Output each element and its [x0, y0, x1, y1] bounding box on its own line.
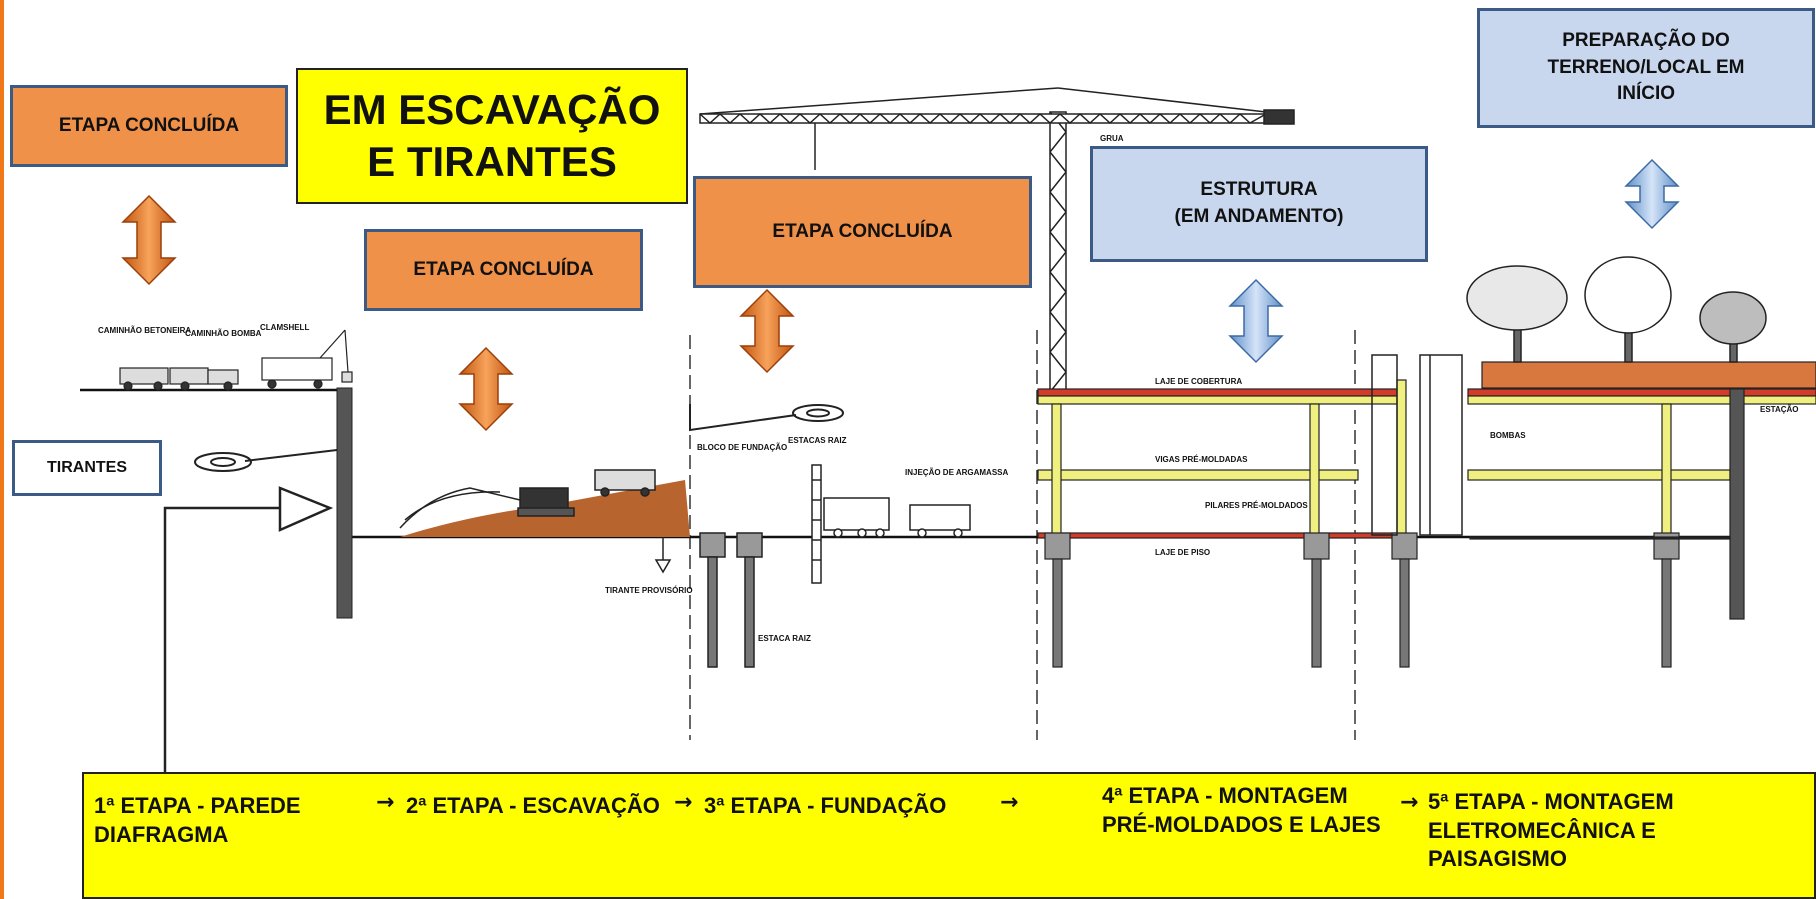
stage-1-label: 1ª ETAPA - PAREDE DIAFRAGMA: [94, 793, 301, 847]
tower-crane-icon: [699, 87, 1295, 393]
status-box-etapa-concluida-3: ETAPA CONCLUÍDA: [693, 176, 1032, 288]
status-box-etapa-concluida-1: ETAPA CONCLUÍDA: [10, 85, 288, 167]
diaphragm-wall: [336, 387, 353, 619]
ground-lines: [80, 388, 1730, 539]
root-pile-drill: [811, 464, 822, 584]
status-box-em-escavacao: EM ESCAVAÇÃO E TIRANTES: [296, 68, 688, 204]
label-edge: ESTAÇÃO: [1760, 405, 1799, 414]
status-box-estrutura: ESTRUTURA (EM ANDAMENTO): [1090, 146, 1428, 262]
station-structure: [1467, 361, 1816, 668]
trucks-icon: [119, 329, 353, 391]
trees-icon: [1466, 256, 1767, 363]
stage-3-label: 3ª ETAPA - FUNDAÇÃO: [704, 793, 947, 818]
label-caminhao-betoneira: CAMINHÃO BETONEIRA: [98, 326, 191, 335]
stage-arrow-3: →: [1000, 790, 1019, 815]
tirante-anchor: [194, 449, 338, 472]
precast-structure: [1037, 379, 1418, 668]
stage-2-label: 2ª ETAPA - ESCAVAÇÃO: [406, 793, 660, 818]
label-pilares-pre-moldados: PILARES PRÉ-MOLDADOS: [1205, 501, 1308, 510]
label-grua: GRUA: [1100, 134, 1124, 143]
double-arrow-orange-1: [121, 194, 177, 286]
pump-shaft: [1371, 354, 1463, 536]
double-arrow-blue-1: [1228, 278, 1284, 364]
double-arrow-orange-2: [458, 346, 514, 432]
label-laje-piso: LAJE DE PISO: [1155, 548, 1210, 557]
temporary-anchor-marker: [654, 537, 672, 574]
left-frame-line: [0, 0, 4, 899]
double-arrow-orange-3: [739, 288, 795, 374]
wall-connector-line: [163, 486, 334, 772]
label-vigas-pre-moldadas: VIGAS PRÉ-MOLDADAS: [1155, 455, 1248, 464]
foundation-blocks: [699, 532, 763, 668]
label-estaca-raiz: ESTACA RAIZ: [758, 634, 811, 643]
label-clamshell: CLAMSHELL: [260, 323, 309, 332]
stage-arrow-4: →: [1400, 790, 1419, 815]
label-tirante-provisorio: TIRANTE PROVISÓRIO: [605, 586, 693, 595]
label-bombas: BOMBAS: [1490, 431, 1526, 440]
label-estacas-raiz: ESTACAS RAIZ: [788, 436, 847, 445]
excavator-icon: [399, 469, 656, 529]
label-bloco-fundacao: BLOCO DE FUNDAÇÃO: [697, 443, 787, 452]
double-arrow-blue-2: [1624, 158, 1680, 230]
root-pile-anchor: [689, 404, 844, 432]
stage-sequence-banner: 1ª ETAPA - PAREDE DIAFRAGMA → 2ª ETAPA -…: [82, 772, 1816, 899]
stage-arrow-1: →: [376, 790, 395, 815]
status-box-tirantes: TIRANTES: [12, 440, 162, 496]
stage-4-label: 4ª ETAPA - MONTAGEM PRÉ-MOLDADOS E LAJES: [1102, 783, 1381, 837]
label-laje-cobertura: LAJE DE COBERTURA: [1155, 377, 1242, 386]
label-injecao-argamassa: INJEÇÃO DE ARGAMASSA: [905, 468, 1008, 477]
label-caminhao-bomba: CAMINHÃO BOMBA: [185, 329, 262, 338]
stage-arrow-2: →: [674, 790, 693, 815]
grout-truck-icon: [823, 497, 971, 538]
status-box-preparacao: PREPARAÇÃO DO TERRENO/LOCAL EM INÍCIO: [1477, 8, 1815, 128]
status-box-etapa-concluida-2: ETAPA CONCLUÍDA: [364, 229, 643, 311]
stage-5-label: 5ª ETAPA - MONTAGEM ELETROMECÂNICA E PAI…: [1428, 789, 1674, 872]
